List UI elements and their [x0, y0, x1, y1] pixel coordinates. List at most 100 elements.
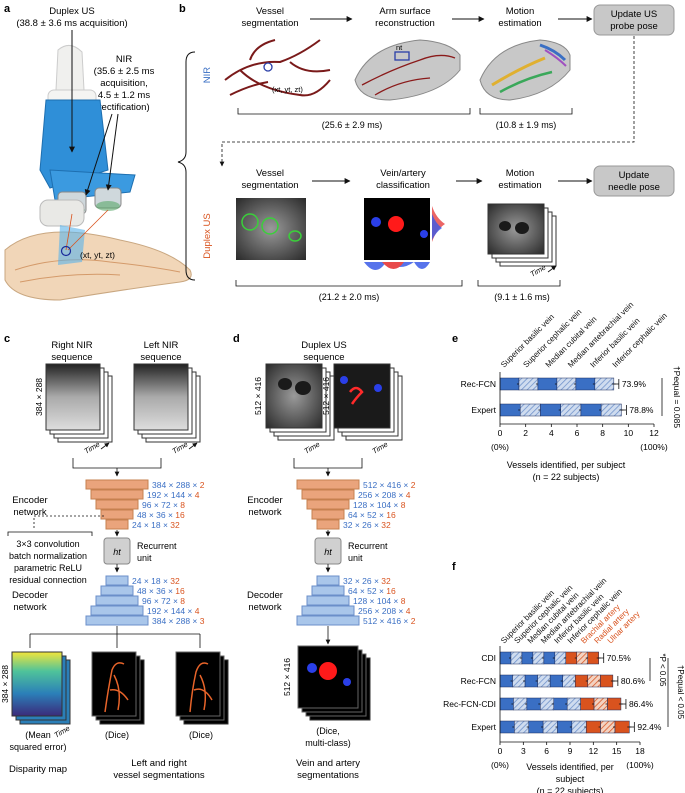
nir-time-bracket-1: [237, 108, 471, 115]
f-xlabel-2: subject: [556, 774, 585, 784]
f-bar-2-seg-1: [513, 697, 528, 711]
us-step1-line2: segmentation: [241, 180, 298, 191]
d-enc-block-3: [306, 499, 350, 510]
left-dice-loss: (Dice): [105, 730, 129, 740]
c-recurrent-label-2: unit: [137, 553, 152, 563]
d-dec-block-5: [296, 615, 360, 626]
c-decoder-label-2: network: [13, 602, 47, 613]
e-bar-0-seg-5: [594, 377, 615, 391]
f-bar-3-seg-4: [557, 720, 573, 734]
nir-step3-line1: Motion: [506, 6, 535, 17]
right-nir-dim: 384 × 288: [34, 378, 44, 416]
c-enc-dim-5: 24 × 18 × 32: [132, 520, 180, 530]
d-enc-dim-2: 256 × 208 × 4: [358, 490, 411, 500]
us-time-arrow: [547, 265, 557, 273]
c-dec-block-3: [95, 595, 139, 606]
c-dec-block-2: [100, 585, 134, 596]
ray-2: [67, 209, 109, 251]
c-conv-note-1: 3×3 convolution: [16, 539, 79, 549]
update-needle-line1: Update: [619, 170, 650, 181]
left-seg-stack: [91, 651, 145, 725]
e-bar-1-seg-1: [519, 403, 541, 417]
e-bar-1-seg-3: [560, 403, 582, 417]
f-stat-2: †Pequal < 0.05: [676, 665, 685, 720]
us-step2-line1: Vein/artery: [380, 168, 426, 179]
c-enc-block-5: [105, 519, 129, 530]
mse-loss-line1: (Mean: [25, 730, 51, 740]
f-subjects: (n = 22 subjects): [537, 786, 604, 793]
f-bar-2-seg-5: [566, 697, 581, 711]
d-recurrent-label-2: unit: [348, 553, 363, 563]
e-tick-label-4: 8: [600, 428, 605, 438]
panel-letter-c: c: [4, 333, 10, 345]
d-dec-block-2: [311, 585, 345, 596]
d-out-label-2: segmentations: [297, 770, 359, 781]
arrow-nir-2: [105, 113, 119, 191]
update-needle-box: [593, 165, 675, 197]
c-dec-block-1: [105, 575, 129, 586]
d-dec-dim-3: 128 × 104 × 8: [353, 596, 406, 606]
us-step3-line1: Motion: [506, 168, 535, 179]
f-pct-2: 86.4%: [629, 699, 654, 709]
row-label-nir: NIR: [202, 67, 213, 84]
right-nir-time-arrow: [100, 442, 110, 450]
d-output-stack: [297, 645, 371, 721]
c-dec-dim-4: 192 × 144 × 4: [147, 606, 200, 616]
panel-letter-f: f: [452, 561, 456, 573]
f-tick-label-4: 12: [589, 746, 599, 756]
ray-1: [65, 213, 73, 251]
f-tick-label-3: 9: [568, 746, 573, 756]
e-tick-label-6: 12: [649, 428, 659, 438]
c-enc-dim-4: 48 × 36 × 16: [137, 510, 185, 520]
seg-label-line1: Left and right: [131, 758, 187, 769]
group-brace: [177, 51, 196, 281]
arm-illustration: [4, 225, 192, 301]
duplex-us-timing: (38.8 ± 3.6 ms acquisition): [16, 18, 127, 29]
f-row-label-3: Expert: [471, 722, 496, 732]
f-bar-3-seg-1: [514, 720, 529, 734]
us-step3-line2: estimation: [498, 180, 541, 191]
us-step1-line1: Vessel: [256, 168, 284, 179]
c-dec-block-5: [85, 615, 149, 626]
c-enc-dim-1: 384 × 288 × 2: [152, 480, 205, 490]
d-dec-dim-4: 256 × 208 × 4: [358, 606, 411, 616]
update-needle-line2: needle pose: [608, 182, 660, 193]
nir-normal-label: nt: [396, 43, 403, 52]
disparity-time: Time: [53, 724, 72, 740]
mse-loss-line2: squared error): [9, 742, 66, 752]
right-seg-stack: [175, 651, 229, 725]
c-output-branch: [29, 626, 201, 648]
right-nir-seq-line1: Right NIR: [51, 340, 92, 351]
f-bar-3-seg-7: [600, 720, 616, 734]
nir-step1-line2: segmentation: [241, 18, 298, 29]
disparity-dim: 384 × 288: [0, 665, 10, 703]
f-bar-2-seg-6: [580, 697, 595, 711]
nir-timing-4: rectification): [98, 102, 149, 113]
d-title-line2: sequence: [303, 352, 344, 363]
d-enc-dim-3: 128 × 104 × 8: [353, 500, 406, 510]
f-tick-label-5: 15: [612, 746, 622, 756]
us-vessel-segmentation-image: [236, 198, 306, 260]
nir-time-1: (25.6 ± 2.9 ms): [322, 120, 382, 130]
left-nir-time-arrow: [188, 442, 198, 450]
e-row-label-0: Rec-FCN: [461, 379, 496, 389]
c-encoder-label-2: network: [13, 507, 47, 518]
panel-letter-d: d: [233, 333, 240, 345]
nir-time-bracket-2: [479, 108, 573, 115]
f-bar-2-seg-0: [499, 697, 514, 711]
d-decoder-label-2: network: [248, 602, 282, 613]
f-row-label-1: Rec-FCN: [461, 676, 496, 686]
d-us-stack: [265, 363, 335, 441]
us-step2-line2: classification: [376, 180, 430, 191]
f-pct-low: (0%): [491, 760, 509, 770]
c-dec-dim-5: 384 × 288 × 3: [152, 616, 205, 626]
right-nir-seq-line2: sequence: [51, 352, 92, 363]
nir-step1-line1: Vessel: [256, 6, 284, 17]
e-bar-0-seg-3: [556, 377, 577, 391]
nir-step2-line1: Arm surface: [379, 6, 430, 17]
d-loss-line2: multi-class): [305, 738, 351, 748]
d-doppler-dim: 512 × 416: [321, 377, 331, 415]
e-row-label-1: Expert: [471, 405, 496, 415]
f-tick-label-0: 0: [498, 746, 503, 756]
